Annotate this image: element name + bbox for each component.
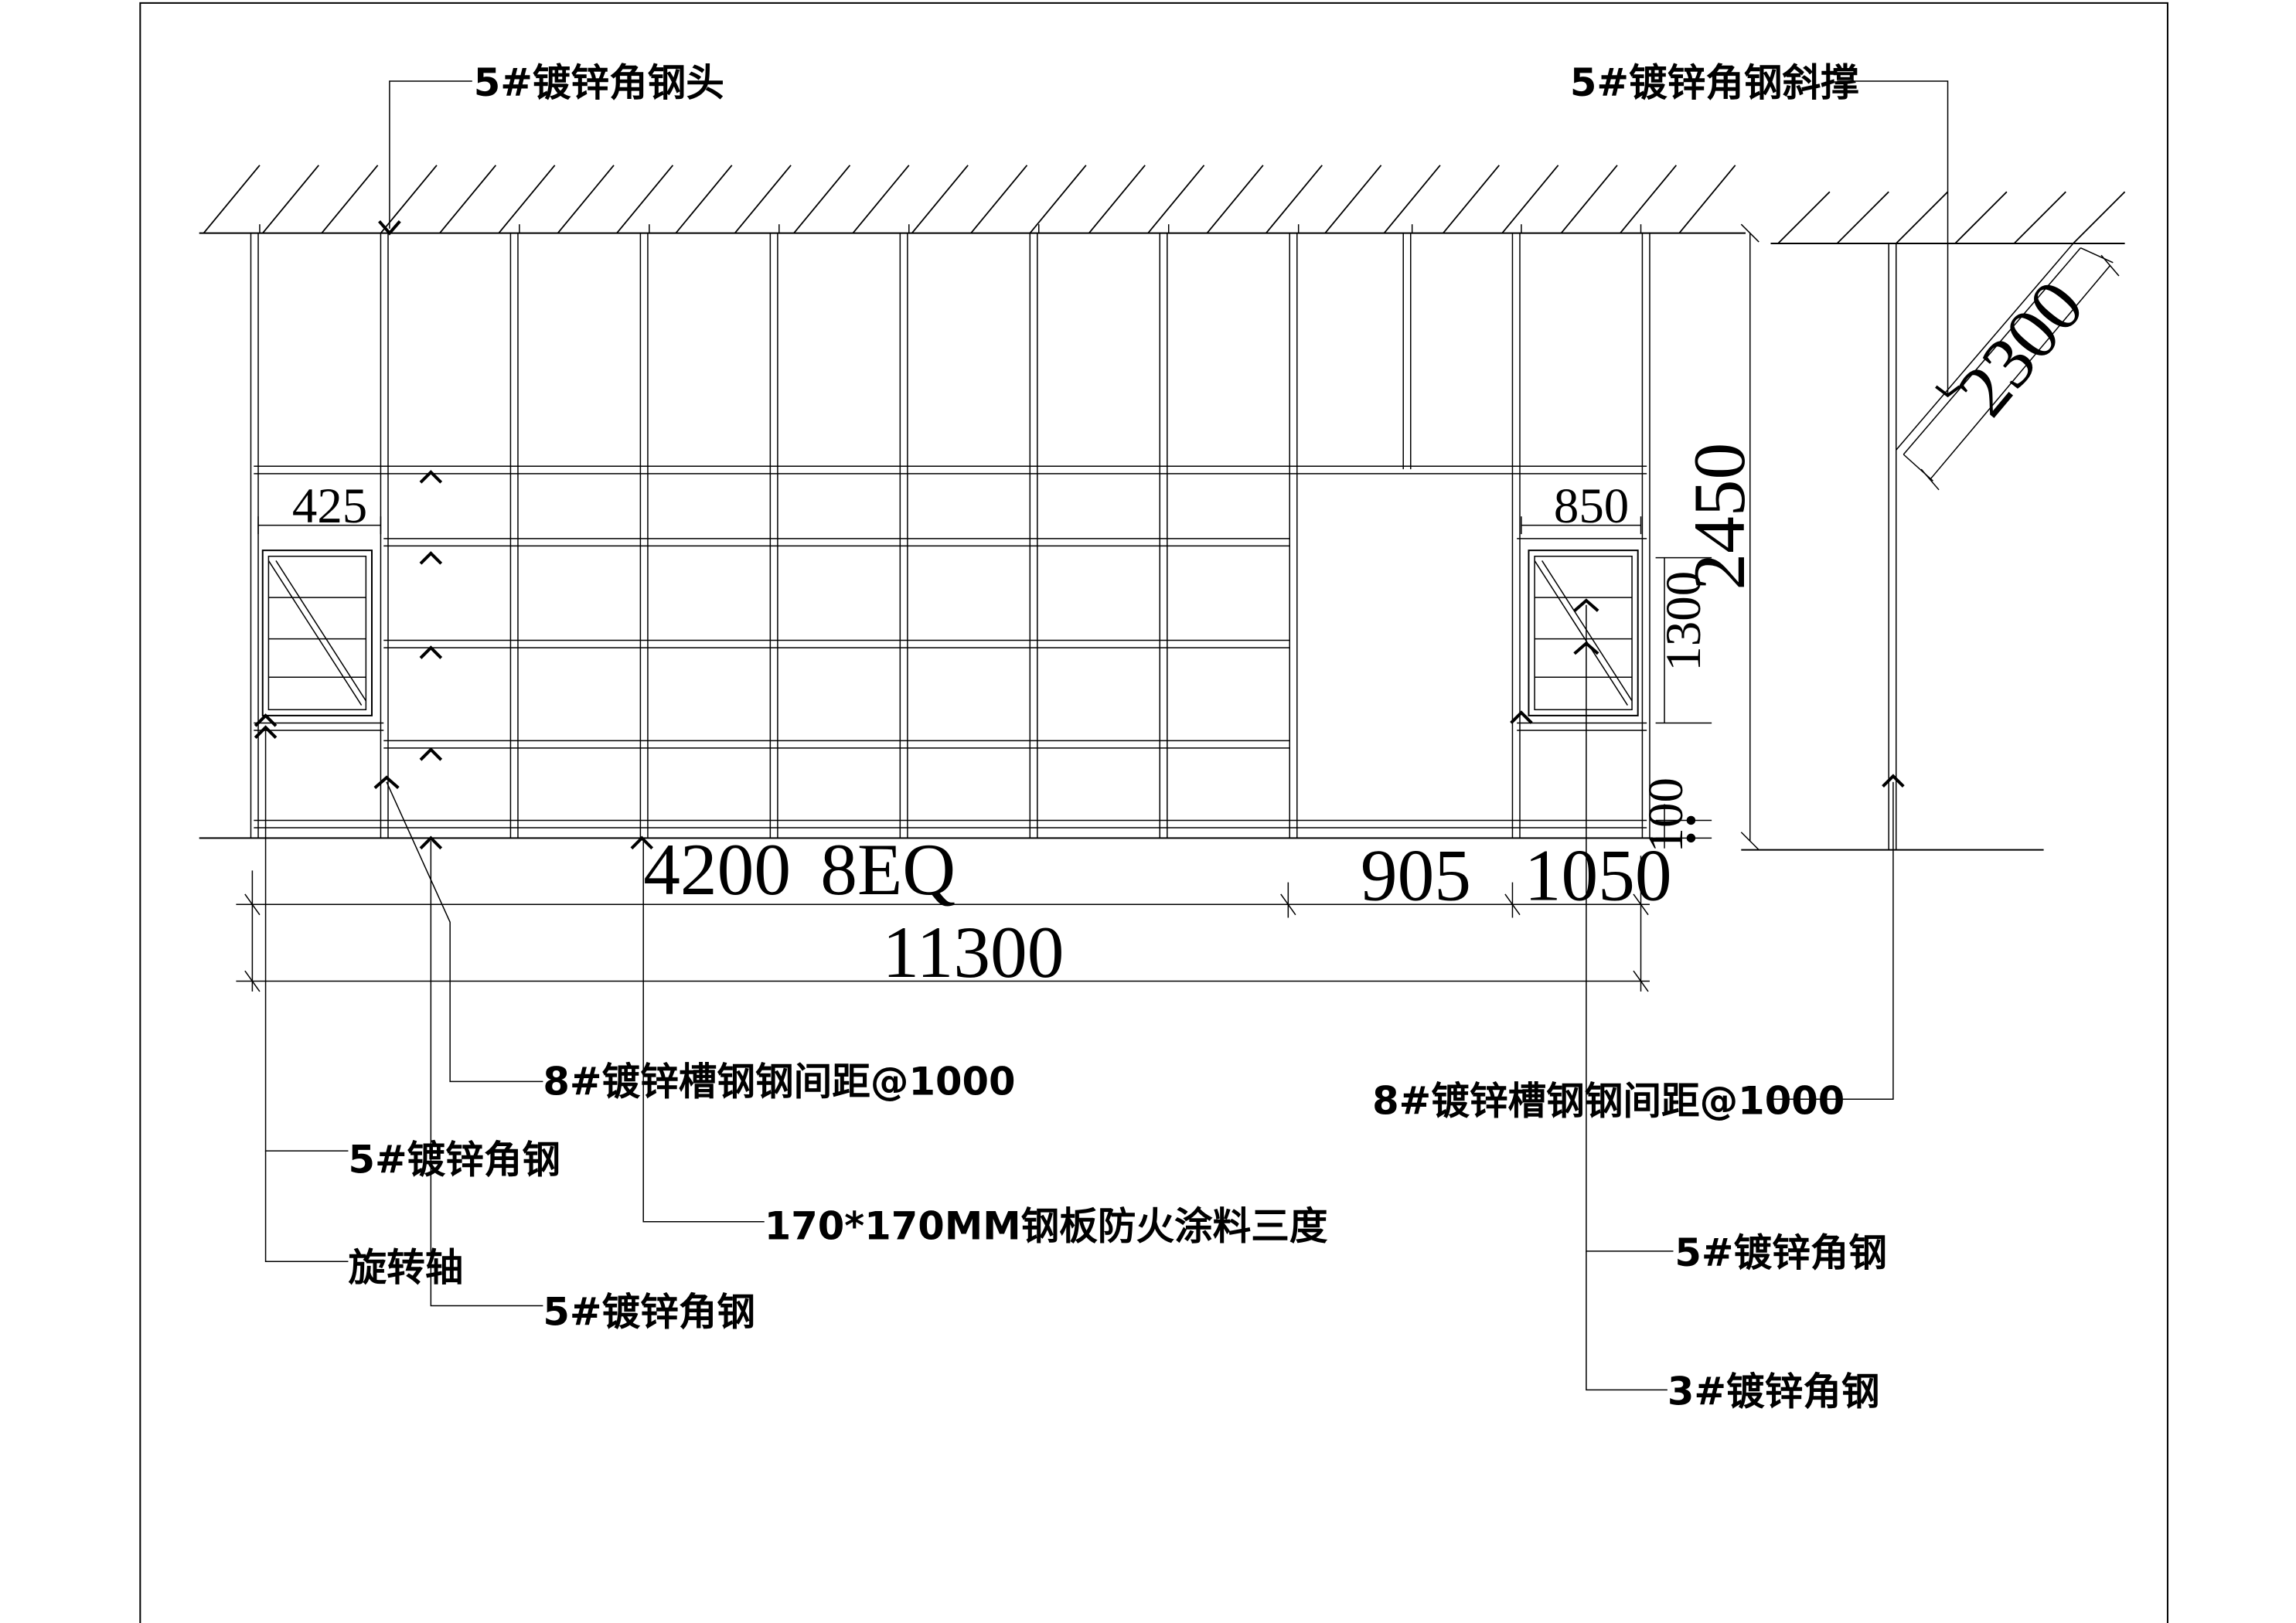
label-angle-left-1: 5#镀锌角钢 (348, 1138, 560, 1182)
dim-label-8eq: 8EQ (820, 829, 956, 910)
dim-850 (1521, 516, 1641, 534)
dim-2300 (1903, 248, 2119, 490)
label-angle-right-3: 3#镀锌角钢 (1667, 1369, 1880, 1414)
section-post (1889, 243, 2080, 850)
label-angle-brace: 5#镀锌角钢斜撑 (1570, 60, 1859, 105)
dim-label-2450: 2450 (1678, 443, 1760, 590)
label-plate: 170*170MM钢板防火涂料三度 (765, 1204, 1328, 1249)
drawing-frame (140, 3, 2168, 1623)
dim-2450 (1741, 224, 1759, 849)
label-pivot: 旋转轴 (348, 1245, 463, 1290)
dim-425 (258, 516, 380, 534)
label-angle-right-5: 5#镀锌角钢 (1674, 1230, 1887, 1275)
dim-label-4200: 4200 (643, 829, 791, 910)
dim-chain-total (236, 870, 1650, 992)
right-vent-window (1528, 550, 1637, 716)
dim-label-2300: 2300 (1942, 265, 2100, 430)
label-angle-head: 5#镀锌角钢头 (474, 60, 724, 105)
leader-lines (266, 81, 1948, 1390)
dim-label-850: 850 (1554, 478, 1629, 534)
ceiling-hatch (199, 165, 1746, 233)
horizontal-rails (254, 466, 1647, 828)
dim-100 (1656, 804, 1712, 848)
dim-chain-1 (236, 856, 1650, 992)
dim-label-1300: 1300 (1656, 571, 1712, 672)
label-channel-left: 8#镀锌槽钢钢间距@1000 (543, 1060, 1015, 1104)
dim-1300 (1656, 558, 1712, 723)
top-clip-ticks (260, 224, 1641, 233)
dim-label-425: 425 (292, 478, 367, 534)
dim-label-11300: 11300 (882, 911, 1064, 993)
dim-label-100: 100 (1638, 777, 1694, 852)
vertical-posts (250, 233, 1649, 839)
label-channel-right: 8#镀锌槽钢钢间距@1000 (1372, 1078, 1845, 1123)
label-angle-left-2: 5#镀锌角钢 (543, 1289, 755, 1334)
dim-label-905: 905 (1361, 835, 1471, 917)
dim-label-1050: 1050 (1524, 835, 1672, 917)
left-vent-window (263, 550, 372, 716)
angle-markers (255, 221, 1960, 848)
